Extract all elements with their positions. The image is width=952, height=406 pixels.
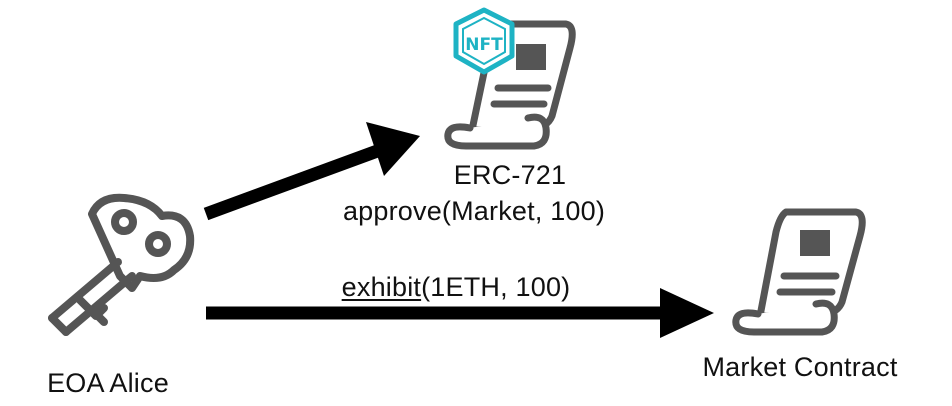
approve-arrow [203, 122, 420, 221]
market-contract-label: Market Contract [702, 352, 898, 382]
approve-call-label: approve(Market, 100) [342, 196, 606, 226]
contract-scroll-icon [732, 208, 866, 336]
exhibit-function-name: exhibit [341, 272, 422, 302]
exhibit-function-args: (1ETH, 100) [421, 272, 571, 302]
nft-badge-icon [453, 7, 515, 75]
exhibit-call-label: exhibit(1ETH, 100) [342, 272, 571, 303]
erc721-label: ERC-721 [453, 160, 567, 190]
key-icon [48, 193, 195, 336]
eoa-alice-label: EOA Alice [47, 368, 169, 398]
exhibit-arrow [206, 288, 714, 338]
nft-badge-text: NFT [465, 35, 503, 55]
